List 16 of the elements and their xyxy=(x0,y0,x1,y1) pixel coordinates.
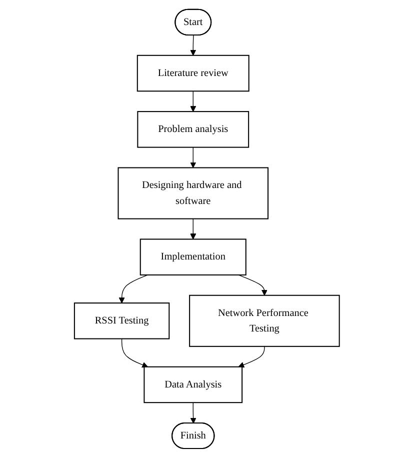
arrow xyxy=(190,218,196,240)
node-box: RSSI Testing xyxy=(74,302,170,340)
arrow xyxy=(121,338,148,368)
arrow xyxy=(190,34,196,56)
node-box: Problem analysis xyxy=(136,111,249,148)
arrow xyxy=(190,90,196,112)
node-box: Designing hardware and software xyxy=(117,167,268,220)
arrow xyxy=(190,146,196,168)
node-box: Data Analysis xyxy=(143,366,242,404)
arrow xyxy=(238,274,268,296)
arrow xyxy=(118,274,148,304)
node-box: Implementation xyxy=(139,238,246,276)
node-box: Network Performance Testing xyxy=(188,294,340,347)
arrow xyxy=(190,402,196,424)
node-box: Literature review xyxy=(136,54,249,92)
arrow xyxy=(238,346,264,368)
